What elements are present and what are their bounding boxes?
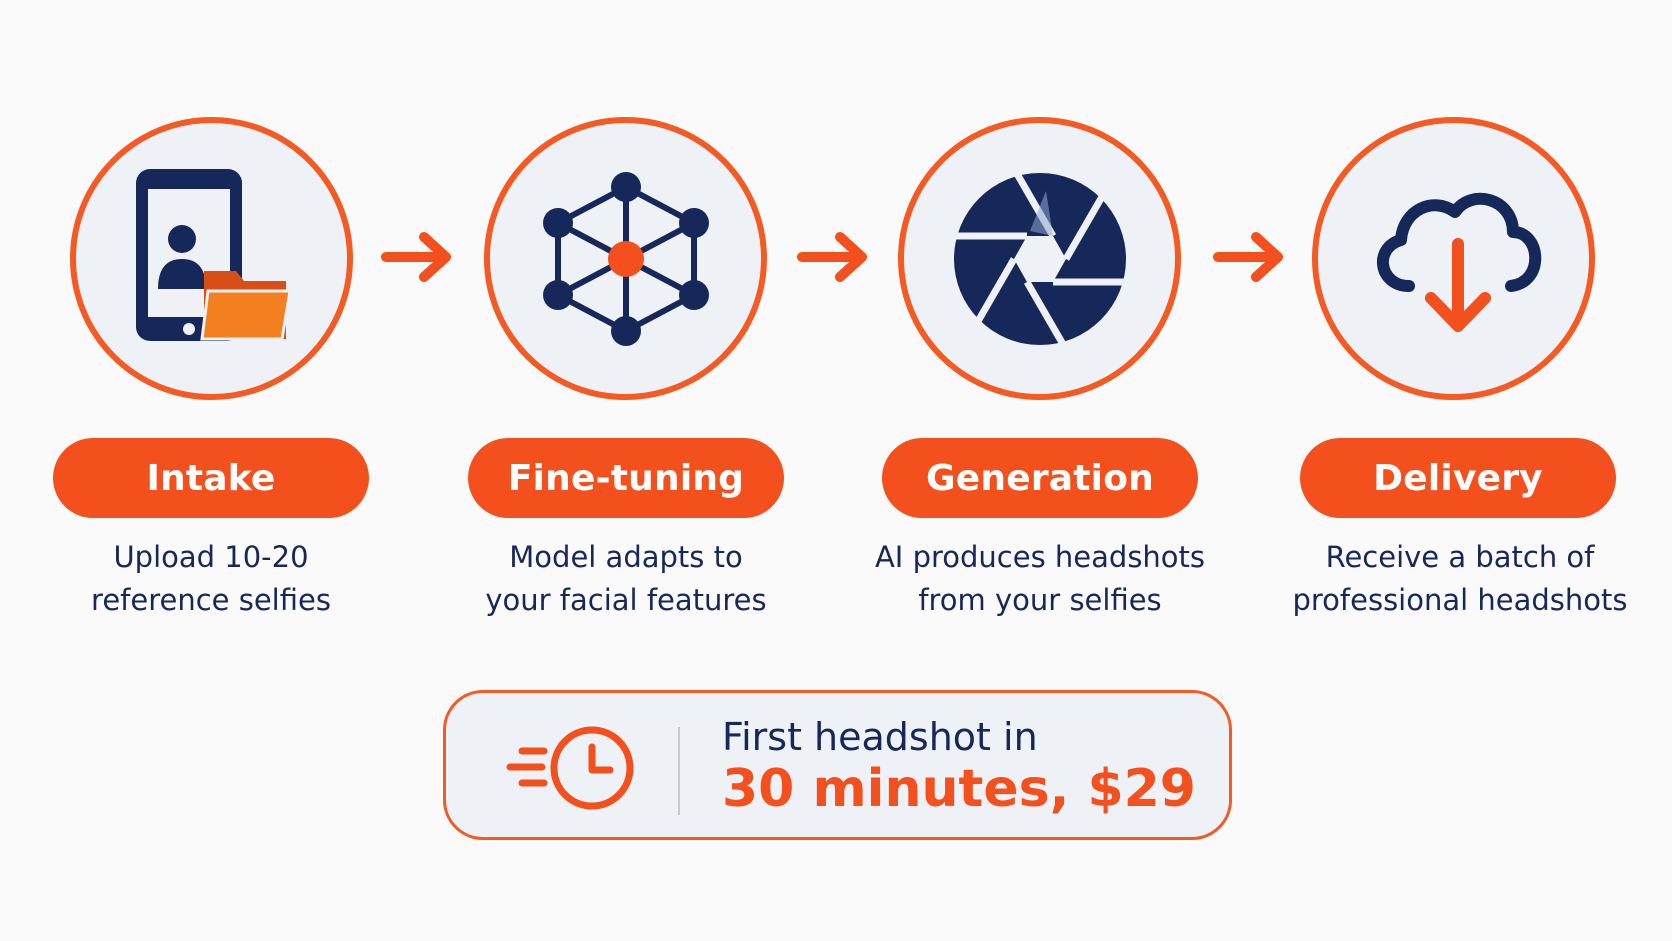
turnaround-banner: First headshot in 30 minutes, $29 (443, 690, 1232, 840)
cloud-download-icon (1376, 192, 1541, 332)
description-line: Receive a batch of (1325, 540, 1595, 574)
neural-network-icon (542, 171, 709, 346)
step-description-delivery: Receive a batch of professional headshot… (1280, 536, 1640, 622)
step-generation-circle (898, 117, 1181, 400)
step-title-fine-tuning: Fine-tuning (468, 438, 784, 518)
step-fine-tuning-circle (484, 117, 767, 400)
description-line: from your selfies (918, 583, 1162, 617)
step-description-generation: AI produces headshots from your selfies (860, 536, 1220, 622)
arrow-right-icon (1213, 232, 1283, 282)
step-description-fine-tuning: Model adapts to your facial features (446, 536, 806, 622)
banner-line-2: 30 minutes, $29 (722, 759, 1196, 819)
step-title-intake: Intake (53, 438, 369, 518)
phone-upload-icon (135, 168, 292, 341)
description-line: Upload 10-20 (113, 540, 309, 574)
description-line: Model adapts to (509, 540, 743, 574)
banner-line-1: First headshot in (722, 715, 1038, 759)
step-intake-circle (70, 117, 353, 400)
description-line: professional headshots (1292, 583, 1628, 617)
arrow-right-icon (797, 232, 867, 282)
step-description-intake: Upload 10-20 reference selfies (31, 536, 391, 622)
fast-clock-icon (506, 726, 634, 810)
step-title-generation: Generation (882, 438, 1198, 518)
arrow-right-icon (381, 232, 451, 282)
step-delivery-circle (1312, 117, 1595, 400)
banner-divider (678, 727, 680, 815)
description-line: AI produces headshots (874, 540, 1206, 574)
step-title-delivery: Delivery (1300, 438, 1616, 518)
description-line: reference selfies (91, 583, 331, 617)
camera-aperture-icon (952, 169, 1127, 348)
description-line: your facial features (485, 583, 767, 617)
